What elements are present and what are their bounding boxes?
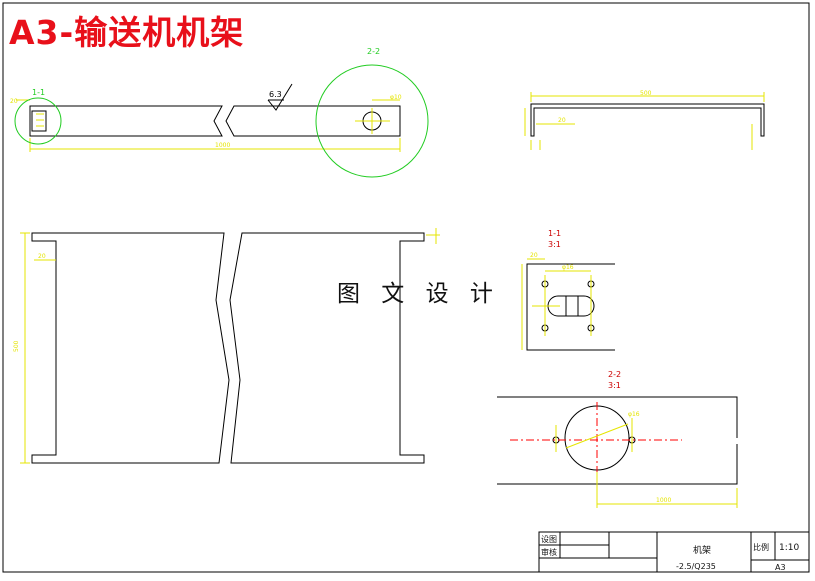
detail-1-view <box>526 263 615 351</box>
profile-flange-label: 20 <box>558 117 566 124</box>
detail-2-tag: 2-2 <box>367 47 380 56</box>
detail-2-view-label: 2-2 <box>608 370 621 379</box>
watermark-text: 图 文 设 计 <box>337 281 500 307</box>
profile-width-label: 500 <box>640 90 652 97</box>
top-strip-view <box>29 105 401 137</box>
detail-2-offset-label: 1000 <box>656 497 671 504</box>
channel-profile-dimensions <box>524 92 765 150</box>
title-block-sheet-size: A3 <box>775 563 786 572</box>
drawing-title: A3-输送机机架 <box>9 13 245 52</box>
frame-right-half <box>229 232 425 464</box>
sheet-border <box>2 2 810 573</box>
frame-flange-label: 20 <box>38 253 46 260</box>
title-block-material: -2.5/Q235 <box>676 562 716 571</box>
title-block <box>538 531 810 573</box>
title-block-scale-label: 比例 <box>753 542 769 552</box>
detail-2-centerlines <box>510 402 682 478</box>
title-block-part-name: 机架 <box>693 544 711 556</box>
strip-left-half <box>29 105 223 137</box>
detail-2-view-scale: 3:1 <box>608 381 621 390</box>
detail-1-outline <box>526 263 615 351</box>
top-strip-dimensions <box>16 99 401 152</box>
detail-1-pitch-label: φ16 <box>562 264 574 271</box>
roughness-value: 6.3 <box>269 90 282 99</box>
slot-dim-label: φ10 <box>390 94 402 101</box>
detail-1-tag: 1-1 <box>32 88 45 97</box>
strip-right-half <box>225 105 401 137</box>
detail-2-dimensions <box>555 418 738 508</box>
end-offset-label: 20 <box>10 98 18 105</box>
detail-1-view-label: 1-1 <box>548 229 561 238</box>
detail-1-dimensions <box>521 258 592 350</box>
strip-end-slot <box>31 110 47 132</box>
detail-2-bottom-edge <box>497 444 738 485</box>
detail-2-top-edge <box>497 396 738 438</box>
title-block-designer: 设图 <box>541 534 557 544</box>
overall-length-label: 1000 <box>215 142 230 149</box>
title-block-checker: 审核 <box>541 547 557 557</box>
channel-profile-outline <box>530 103 765 137</box>
channel-profile-view <box>530 103 765 137</box>
detail-1-circle <box>14 97 62 145</box>
detail-2-hole-label: φ16 <box>628 411 640 418</box>
detail-2-circle <box>315 64 429 178</box>
detail-1-offset-label: 20 <box>530 252 538 259</box>
frame-left-half <box>31 232 230 464</box>
frame-plan-dimensions <box>20 228 440 464</box>
frame-plan-view <box>31 232 425 464</box>
frame-width-label: 500 <box>13 340 20 352</box>
title-block-scale: 1:10 <box>779 543 799 553</box>
roughness-symbol <box>267 83 293 111</box>
detail-1-view-scale: 3:1 <box>548 240 561 249</box>
